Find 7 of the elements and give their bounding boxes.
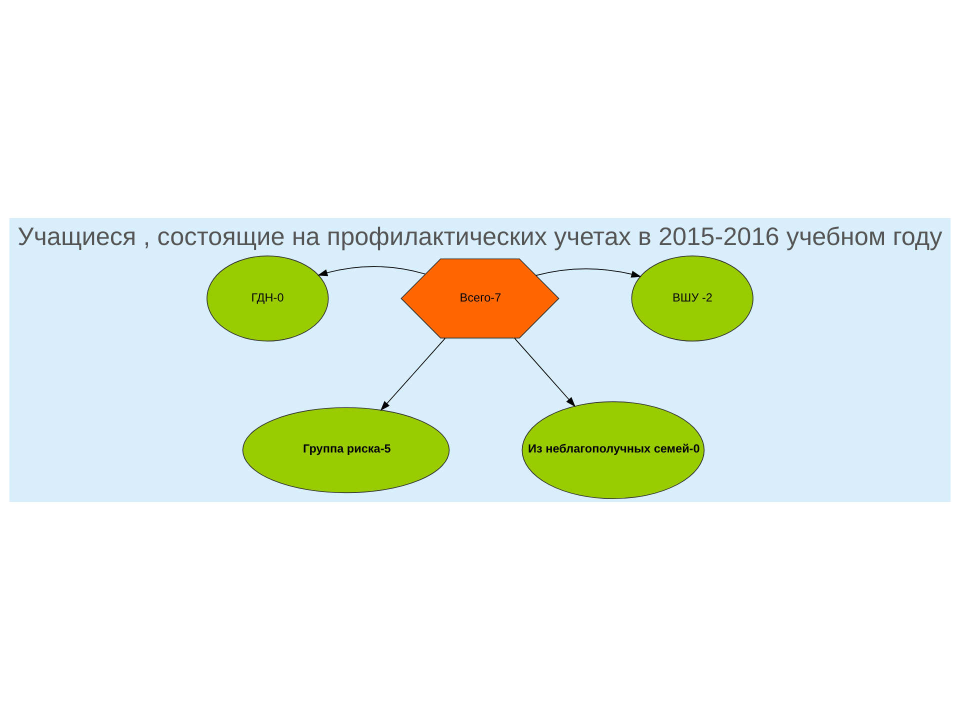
node-ellipse: Группа риска-5 — [242, 407, 450, 494]
arrow — [317, 266, 426, 276]
diagram-title: Учащиеся , состоящие на профилактических учетах в 2015-2016 учебном году — [18, 222, 942, 251]
node-ellipse: Из неблагополучных семей-0 — [522, 401, 705, 500]
arrow — [514, 338, 576, 407]
arrow — [380, 338, 446, 411]
arrow — [536, 268, 642, 278]
